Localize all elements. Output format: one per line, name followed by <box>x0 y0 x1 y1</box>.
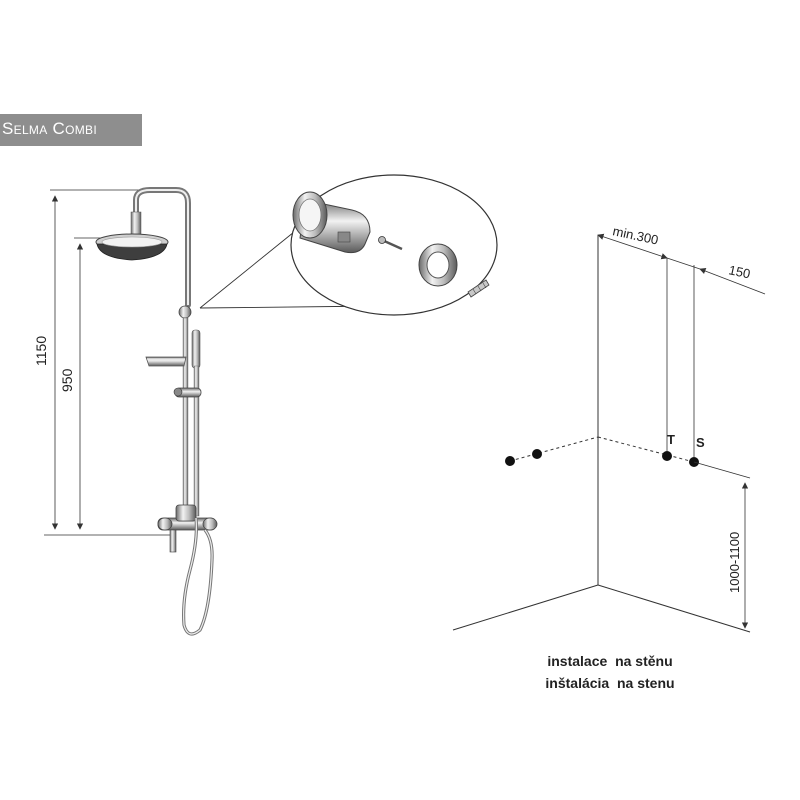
product-title: Selma Combi <box>2 119 97 138</box>
slide-holder <box>173 387 202 398</box>
wall-installation: T S min.300 150 1000-1100 <box>452 223 766 633</box>
label-t: T <box>667 432 675 447</box>
dimension-950: 950 <box>59 237 102 530</box>
wall-bracket <box>292 191 371 254</box>
caption-slovak: inštalácia na stenu <box>545 675 675 691</box>
label-150: 150 <box>727 262 751 281</box>
label-1150: 1150 <box>33 336 49 366</box>
shower-set <box>95 187 218 636</box>
detail-callout <box>199 174 498 316</box>
rosette-ring <box>418 243 458 287</box>
wall-dowel-icon <box>467 279 490 298</box>
caption-czech: instalace na stěnu <box>547 653 673 669</box>
rain-shower-head <box>95 233 169 261</box>
dimension-1150: 1150 <box>33 189 175 536</box>
screw-icon <box>378 236 403 251</box>
shower-hose <box>182 517 214 636</box>
title-banner: Selma Combi <box>0 114 142 146</box>
mixer-valve <box>157 504 218 553</box>
dimension-150: 150 <box>699 262 766 295</box>
label-min300: min.300 <box>611 223 659 247</box>
label-1000-1100: 1000-1100 <box>727 532 742 593</box>
dimension-1000-1100: 1000-1100 <box>693 461 751 629</box>
connection-point <box>505 456 515 466</box>
dimension-min300: min.300 <box>597 223 701 270</box>
soap-dish <box>145 356 187 367</box>
label-950: 950 <box>59 368 75 392</box>
connection-point-t <box>662 451 672 461</box>
connection-point <box>532 449 542 459</box>
label-s: S <box>696 435 705 450</box>
hand-shower <box>191 329 201 517</box>
